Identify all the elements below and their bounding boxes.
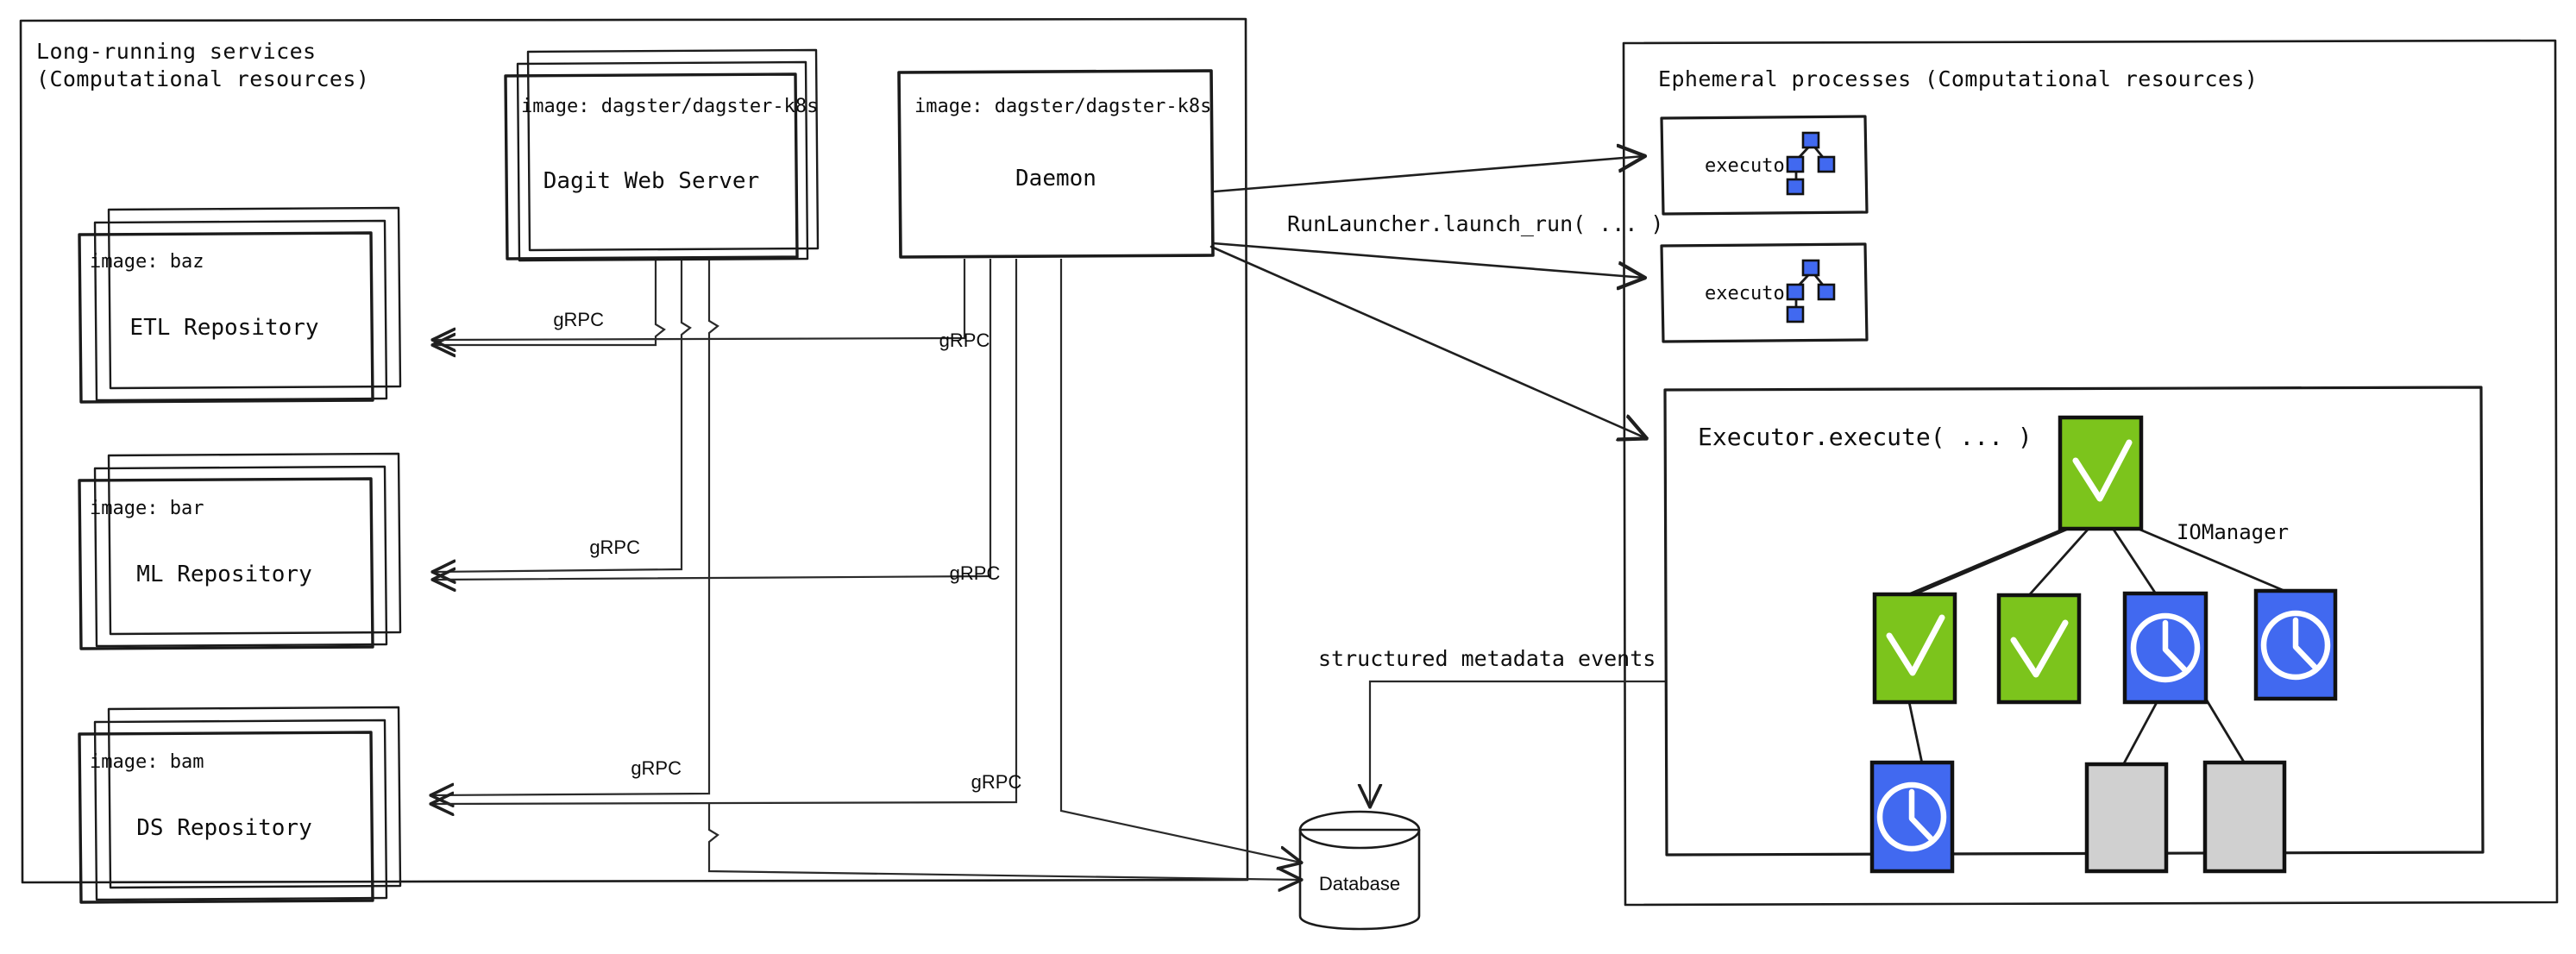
repository-title: DS Repository xyxy=(136,815,312,841)
repository-title: ML Repository xyxy=(136,562,312,587)
service-card-daemon[interactable]: image: dagster/dagster-k8s Daemon xyxy=(897,69,1215,259)
service-title: Daemon xyxy=(1015,166,1096,191)
database-node[interactable]: Database xyxy=(1298,810,1421,931)
repository-image-label: image: bar xyxy=(90,498,204,519)
executor-label: executor xyxy=(1705,155,1796,177)
service-title: Dagit Web Server xyxy=(543,168,759,194)
dag-node-success[interactable] xyxy=(1996,593,2082,705)
right-panel-title: Ephemeral processes (Computational resou… xyxy=(1658,66,2258,91)
service-image-label: image: dagster/dagster-k8s xyxy=(914,96,1211,117)
dag-node-queued[interactable] xyxy=(2202,760,2287,874)
dag-node-success[interactable] xyxy=(1872,592,1957,705)
dag-node-pending[interactable] xyxy=(1869,760,1955,874)
io-manager-label: IOManager xyxy=(2177,520,2289,544)
dag-mini-icon xyxy=(1786,259,1836,323)
executor-label: executor xyxy=(1705,283,1796,304)
repository-image-label: image: bam xyxy=(90,751,204,773)
repository-title: ETL Repository xyxy=(129,315,318,341)
left-panel-title-line1: Long-running services xyxy=(36,39,316,64)
executor-box-1[interactable]: executor xyxy=(1660,115,1869,216)
database-label: Database xyxy=(1319,873,1400,894)
dag-node-pending[interactable] xyxy=(2122,591,2208,705)
execute-panel-label: Executor.execute( ... ) xyxy=(1698,423,2033,451)
executor-box-2[interactable]: executor xyxy=(1660,242,1869,343)
run-launcher-label: RunLauncher.launch_run( ... ) xyxy=(1287,211,1664,236)
dag-mini-icon xyxy=(1786,131,1836,196)
metadata-events-label: structured metadata events xyxy=(1318,646,1656,671)
left-panel-title-line2: (Computational resources) xyxy=(36,66,369,91)
dag-node-pending[interactable] xyxy=(2253,588,2338,701)
repository-image-label: image: baz xyxy=(90,251,204,273)
repository-card-ds[interactable]: image: bam DS Repository xyxy=(78,706,402,904)
dag-node-success[interactable] xyxy=(2058,415,2144,531)
service-image-label: image: dagster/dagster-k8s xyxy=(521,96,818,117)
repository-card-etl[interactable]: image: baz ETL Repository xyxy=(78,206,402,404)
repository-card-ml[interactable]: image: bar ML Repository xyxy=(78,452,402,650)
dag-node-queued[interactable] xyxy=(2084,762,2169,874)
service-card-dagit[interactable]: image: dagster/dagster-k8s Dagit Web Ser… xyxy=(504,48,820,262)
